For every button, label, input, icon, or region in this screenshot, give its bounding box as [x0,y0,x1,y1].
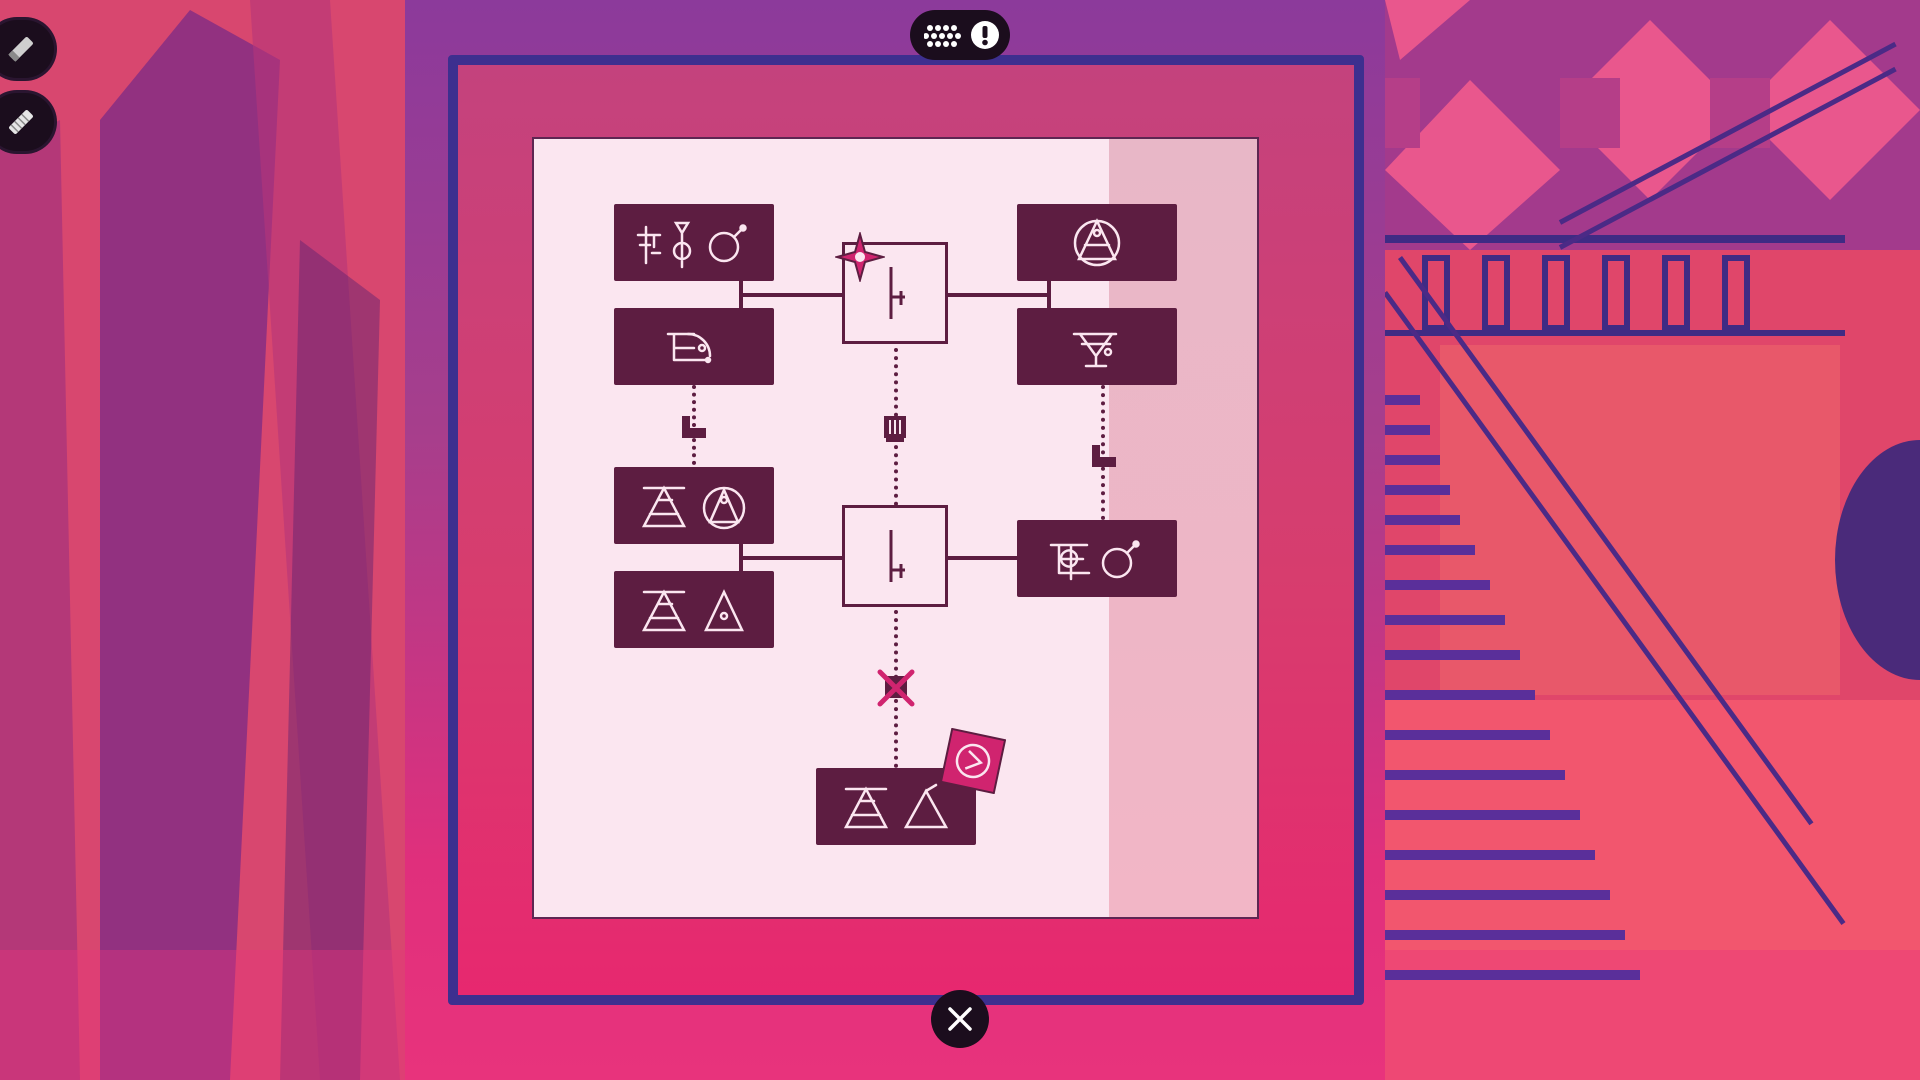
glyph-card[interactable] [1017,308,1177,385]
dotted-connector [692,385,696,465]
connector [947,556,1049,560]
chalk-icon [8,37,33,62]
close-icon [948,1007,972,1031]
key-icon [889,267,905,319]
alchemy-glyph-icon [641,484,746,529]
alchemy-glyph-icon [666,332,712,363]
alchemy-glyph-icon [641,588,744,631]
top-menu-pill[interactable] [910,10,1010,60]
glyph-card[interactable] [614,308,774,385]
alchemy-glyph-icon [636,221,747,268]
lock-node[interactable] [842,505,948,607]
connector [1047,280,1051,308]
alchemy-glyph-icon [1072,332,1118,367]
close-button[interactable] [931,990,989,1048]
exclamation-icon [971,21,999,49]
chalk-tool-button[interactable] [0,93,54,151]
star-icon[interactable] [835,232,885,282]
glyph-card[interactable] [614,467,774,544]
boot-icon [1092,445,1116,467]
alchemy-glyph-icon [843,783,949,828]
glyph-card[interactable] [1017,204,1177,281]
glyph-card[interactable] [614,204,774,281]
glyph-card[interactable] [1017,520,1177,597]
alchemy-glyph-icon [1049,539,1140,580]
alchemy-glyph-icon [1073,217,1121,266]
bell-icon [884,416,906,442]
dotted-connector [1101,385,1105,520]
key-icon [889,530,905,582]
chalk-icon [9,110,33,134]
connector [741,556,843,560]
connector [741,293,843,297]
boot-icon [682,416,706,438]
dots-grid-icon [924,25,961,47]
crossed-bell-icon [877,669,915,707]
glyph-card[interactable] [614,571,774,648]
seal-icon[interactable] [940,728,1006,794]
chalk-tool-button[interactable] [0,20,54,78]
connector [947,293,1049,297]
